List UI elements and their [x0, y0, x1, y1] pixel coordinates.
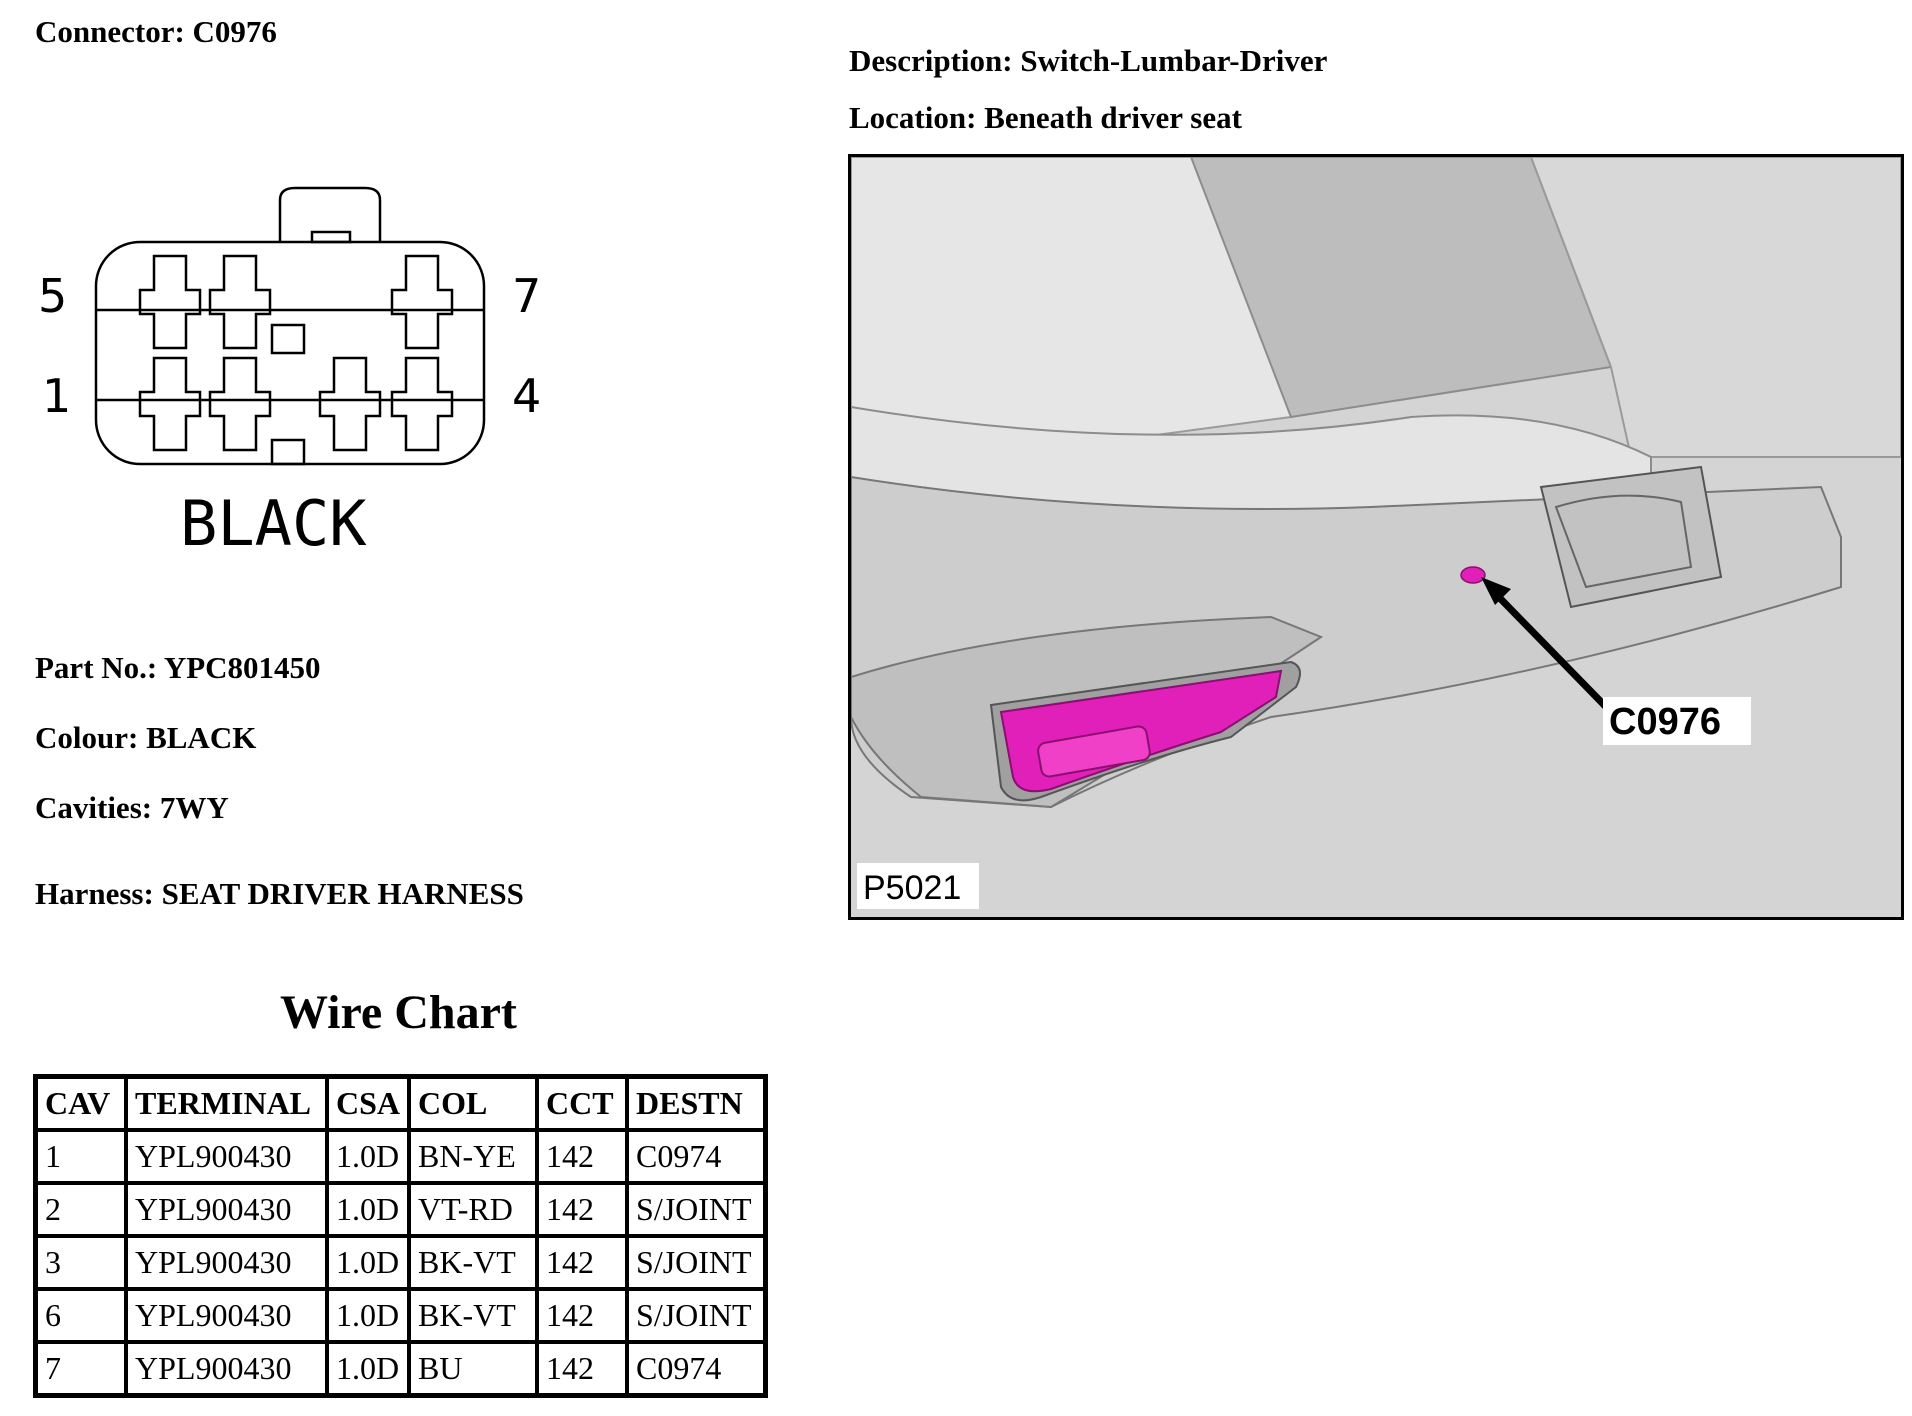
cell-cct: 142	[535, 1234, 630, 1291]
cell-terminal: YPL900430	[124, 1128, 329, 1185]
column-header-destn: DESTN	[625, 1074, 768, 1132]
column-header-col: COL	[407, 1074, 540, 1132]
cell-col: VT-RD	[407, 1181, 540, 1238]
table-row: 2 YPL900430 1.0D VT-RD 142 S/JOINT	[33, 1181, 768, 1238]
cavity-5	[138, 254, 202, 350]
cell-cav: 1	[33, 1128, 128, 1185]
cell-terminal: YPL900430	[124, 1340, 329, 1398]
description-label: Description: Switch-Lumbar-Driver	[849, 43, 1328, 78]
cell-cav: 3	[33, 1234, 128, 1291]
table-row: 7 YPL900430 1.0D BU 142 C0974	[33, 1340, 768, 1398]
table-header-row: CAV TERMINAL CSA COL CCT DESTN	[33, 1074, 768, 1132]
cavity-2	[208, 356, 272, 452]
cell-destn: C0974	[625, 1128, 768, 1185]
location-label: Location: Beneath driver seat	[849, 100, 1242, 135]
column-header-terminal: TERMINAL	[124, 1074, 329, 1132]
cell-csa: 1.0D	[324, 1181, 412, 1238]
seat-back-right	[1529, 157, 1901, 458]
part-number: Part No.: YPC801450	[35, 650, 321, 685]
pin-label-4: 4	[512, 369, 541, 423]
cell-cct: 142	[535, 1128, 630, 1185]
cell-csa: 1.0D	[324, 1287, 412, 1344]
table-row: 3 YPL900430 1.0D BK-VT 142 S/JOINT	[33, 1234, 768, 1291]
key-square	[270, 323, 306, 355]
cell-terminal: YPL900430	[124, 1234, 329, 1291]
callout-arrow	[1488, 586, 1614, 715]
cavity-7	[390, 254, 454, 350]
cell-cct: 142	[535, 1181, 630, 1238]
cavity-6	[208, 254, 272, 350]
latch-slot	[310, 230, 352, 244]
pin-label-5: 5	[38, 269, 67, 323]
cell-csa: 1.0D	[324, 1128, 412, 1185]
cell-destn: S/JOINT	[625, 1234, 768, 1291]
cell-col: BK-VT	[407, 1287, 540, 1344]
connector-latch	[278, 186, 382, 242]
connector-title: Connector: C0976	[35, 14, 277, 49]
pin-label-7: 7	[512, 269, 541, 323]
cell-col: BN-YE	[407, 1128, 540, 1185]
column-header-cct: CCT	[535, 1074, 630, 1132]
cell-col: BK-VT	[407, 1234, 540, 1291]
seat-track-bracket	[1539, 465, 1723, 609]
location-photo: C0976 P5021	[848, 154, 1904, 920]
cavities-label: Cavities: 7WY	[35, 790, 229, 825]
figure-id: P5021	[863, 869, 961, 907]
connector-face-diagram: 5 1 7 4 BLACK	[38, 186, 541, 560]
cell-destn: C0974	[625, 1340, 768, 1398]
cell-destn: S/JOINT	[625, 1181, 768, 1238]
cavity-3	[318, 356, 382, 452]
connector-c0976-dot	[1460, 566, 1486, 584]
harness-label: Harness: SEAT DRIVER HARNESS	[35, 876, 524, 911]
wire-chart-table: CAV TERMINAL CSA COL CCT DESTN 1 YPL9004…	[33, 1074, 769, 1398]
cell-terminal: YPL900430	[124, 1287, 329, 1344]
cell-cct: 142	[535, 1287, 630, 1344]
cell-cav: 6	[33, 1287, 128, 1344]
cell-cct: 142	[535, 1340, 630, 1398]
wire-chart-title: Wire Chart	[280, 986, 517, 1039]
table-row: 1 YPL900430 1.0D BN-YE 142 C0974	[33, 1128, 768, 1185]
pin-label-1: 1	[42, 369, 71, 423]
cell-col: BU	[407, 1340, 540, 1398]
table-row: 6 YPL900430 1.0D BK-VT 142 S/JOINT	[33, 1287, 768, 1344]
column-header-csa: CSA	[324, 1074, 412, 1132]
callout-label: C0976	[1609, 701, 1721, 743]
cell-terminal: YPL900430	[124, 1181, 329, 1238]
cell-destn: S/JOINT	[625, 1287, 768, 1344]
cell-cav: 2	[33, 1181, 128, 1238]
key-notch	[270, 438, 306, 466]
column-header-cav: CAV	[33, 1074, 128, 1132]
cavity-4	[390, 356, 454, 452]
cell-csa: 1.0D	[324, 1340, 412, 1398]
cavity-1	[138, 356, 202, 452]
cell-cav: 7	[33, 1340, 128, 1398]
colour-label: Colour: BLACK	[35, 720, 257, 755]
cell-csa: 1.0D	[324, 1234, 412, 1291]
housing-colour-text: BLACK	[180, 487, 367, 560]
